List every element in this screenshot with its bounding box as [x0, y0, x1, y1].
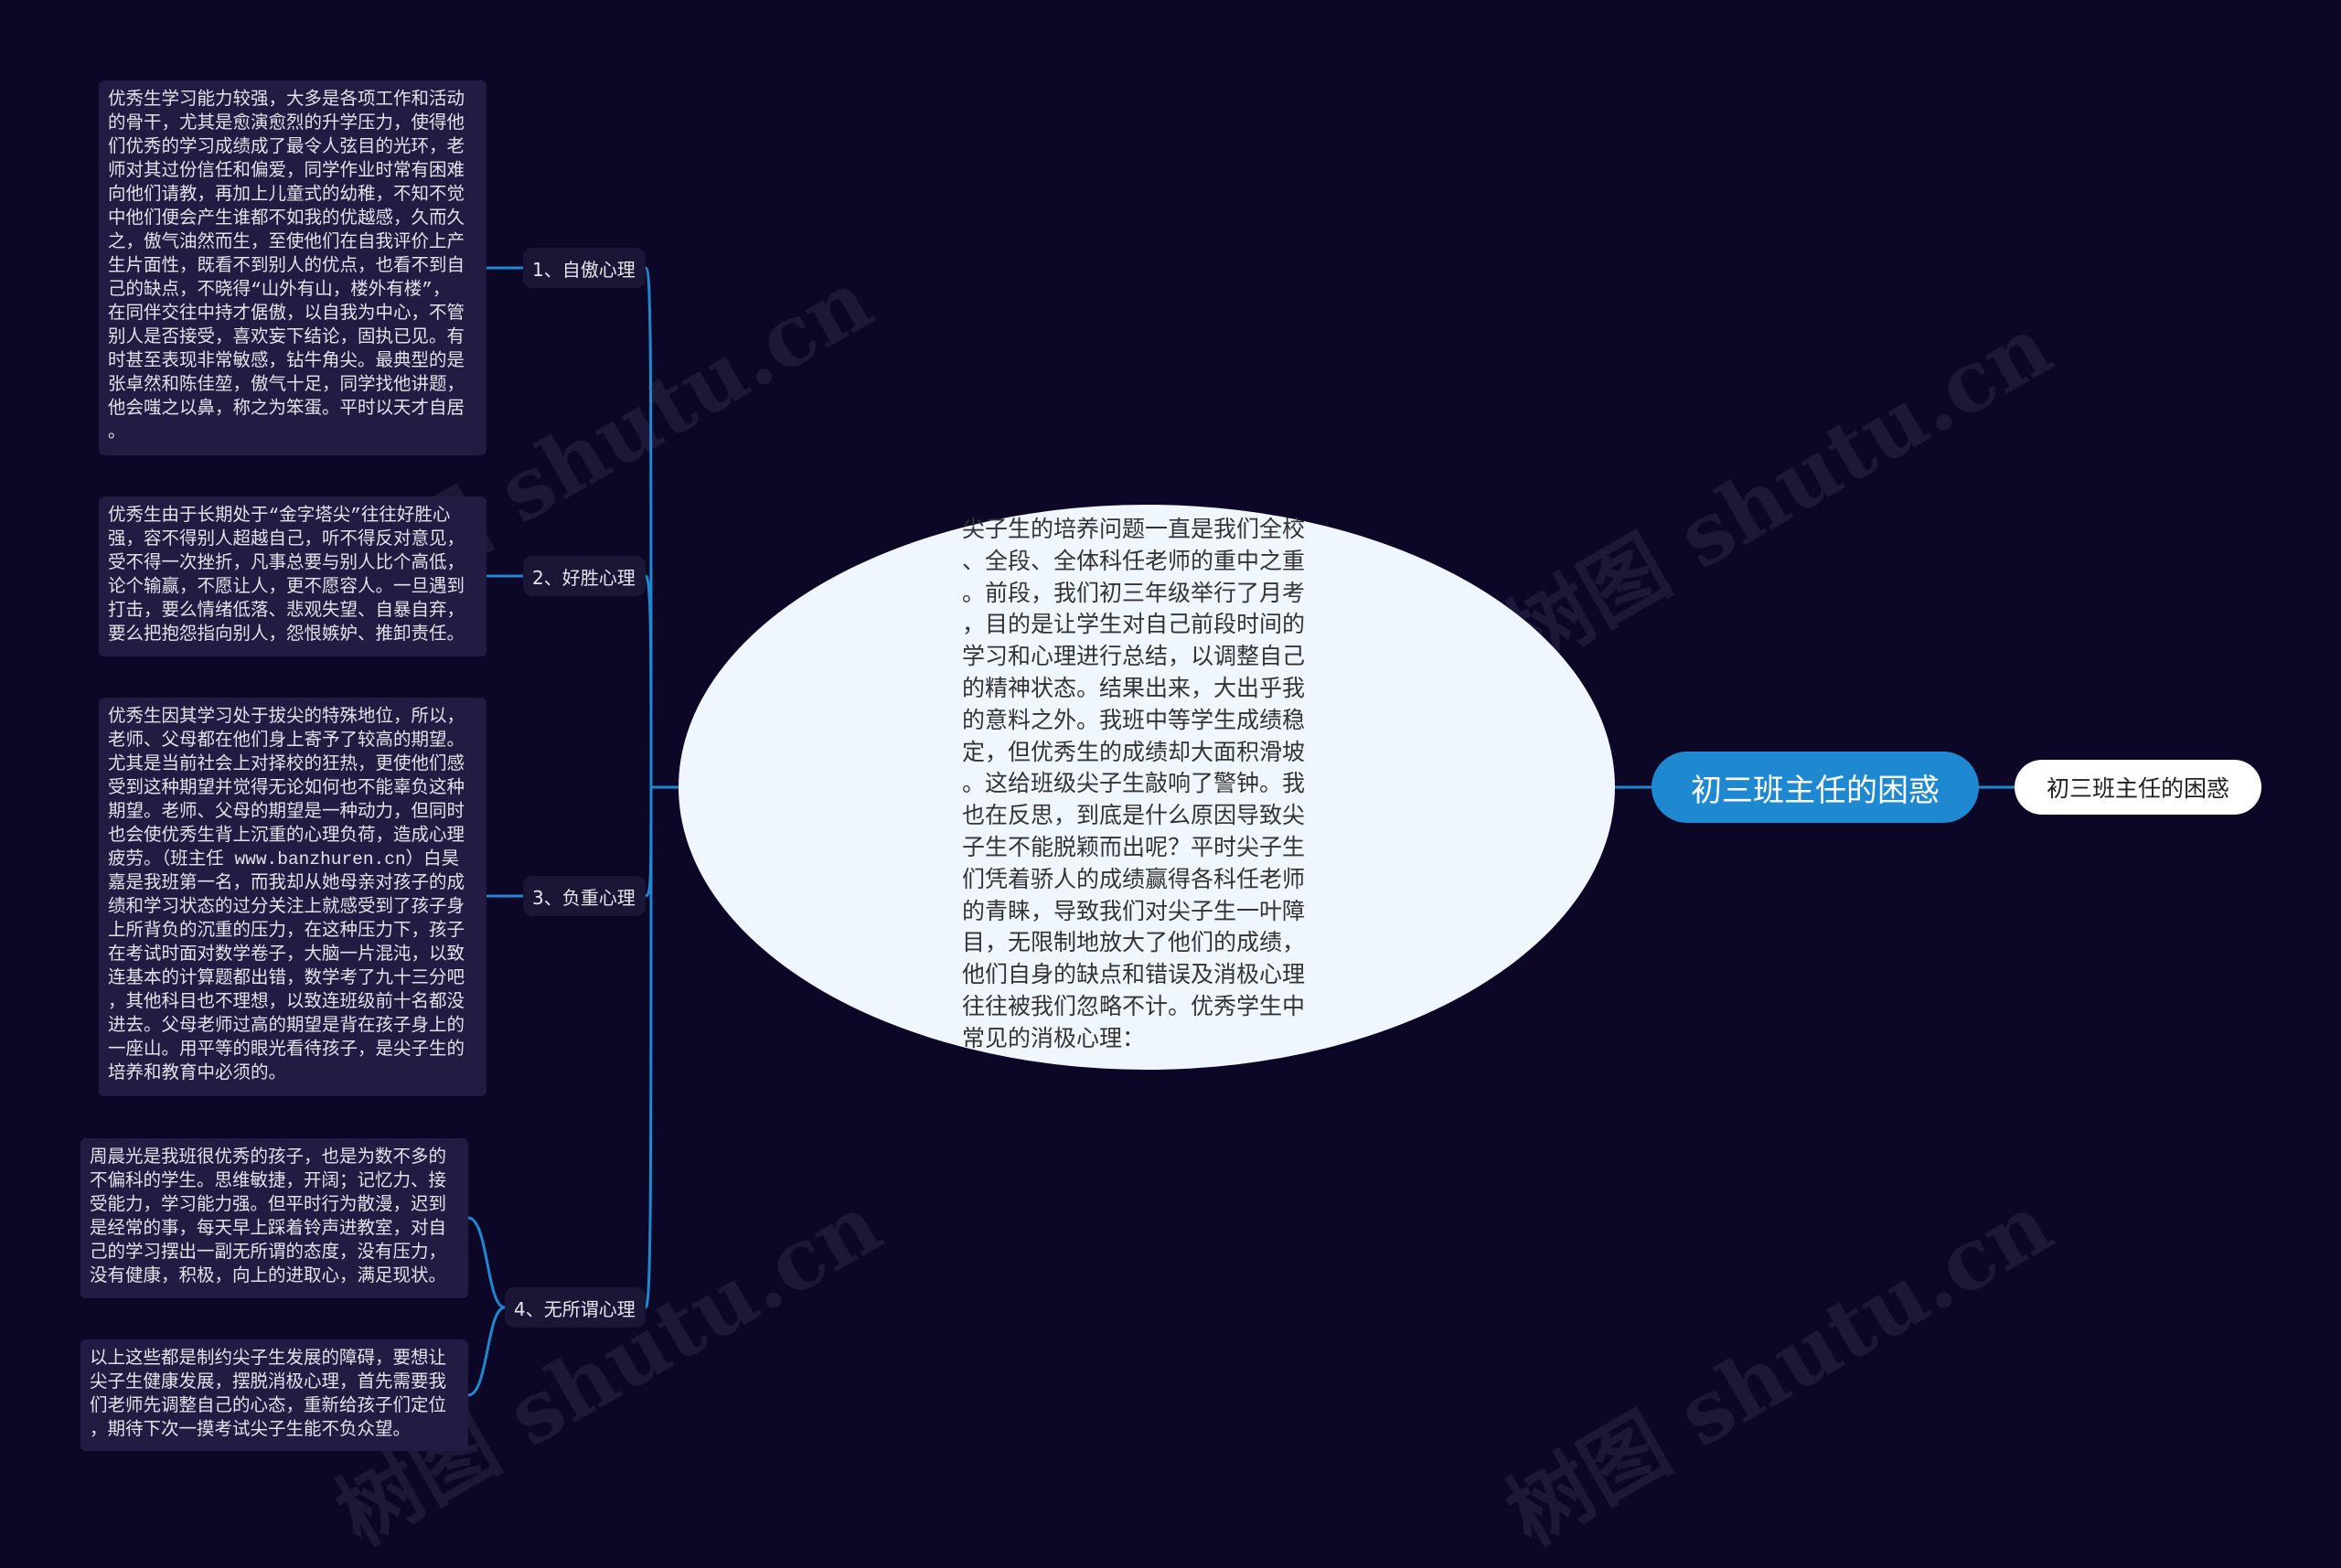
- category-node-2[interactable]: 2、好胜心理: [523, 556, 646, 596]
- link-cat4-leaf5: [466, 1306, 507, 1397]
- title-tag-node[interactable]: 初三班主任的困惑: [2015, 760, 2261, 815]
- category-node-4[interactable]: 4、无所谓心理: [505, 1287, 646, 1328]
- category-node-3[interactable]: 3、负重心理: [523, 876, 646, 916]
- connector-lines: [466, 266, 2016, 1397]
- leaf-node-5[interactable]: 以上这些都是制约尖子生发展的障碍，要想让 尖子生健康发展，摆脱消极心理，首先需要…: [80, 1339, 468, 1451]
- center-node-text: 尖子生的培养问题一直是我们全校 、全段、全体科任老师的重中之重 。前段，我们初三…: [962, 517, 1306, 1053]
- link-trunk-cat4: [644, 785, 653, 1309]
- link-trunk-cat2: [644, 574, 653, 789]
- leaf-node-2[interactable]: 优秀生由于长期处于“金字塔尖”往往好胜心 强，容不得别人超越自己，听不得反对意见…: [99, 496, 486, 656]
- link-cat4-leaf4: [466, 1216, 507, 1309]
- root-node[interactable]: 初三班主任的困惑: [1652, 752, 1979, 823]
- center-node[interactable]: [679, 505, 1615, 1070]
- leaf-node-3[interactable]: 优秀生因其学习处于拔尖的特殊地位，所以， 老师、父母都在他们身上寄予了较高的期望…: [99, 698, 486, 1096]
- category-node-1[interactable]: 1、自傲心理: [523, 248, 646, 288]
- leaf-node-4[interactable]: 周晨光是我班很优秀的孩子，也是为数不多的 不偏科的学生。思维敏捷，开阔；记忆力、…: [80, 1138, 468, 1298]
- leaf-node-1[interactable]: 优秀生学习能力较强，大多是各项工作和活动 的骨干，尤其是愈演愈烈的升学压力，使得…: [99, 80, 486, 455]
